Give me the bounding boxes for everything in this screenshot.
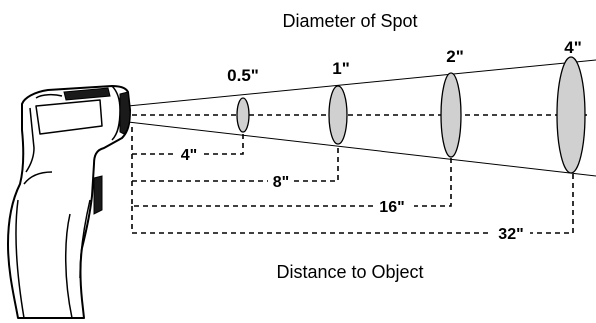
beam-upper-line	[127, 59, 596, 107]
distance-bracket-4	[131, 173, 574, 234]
distance-label-3: 16"	[379, 199, 404, 216]
spot-ellipse-2	[328, 85, 348, 145]
distance-bracket-2	[131, 144, 339, 182]
distance-label-4: 32"	[498, 226, 523, 243]
beam-lower-line	[127, 121, 596, 177]
distance-label-bg-1	[176, 144, 202, 164]
thermometer-gun-icon	[7, 85, 131, 319]
spot-ellipse-1	[236, 97, 250, 133]
distance-label-bg-3	[376, 196, 414, 216]
diameter-of-spot-title: Diameter of Spot	[282, 11, 417, 31]
spot-ellipse-3	[440, 72, 462, 158]
spot-diameter-label-3: 2"	[446, 47, 464, 66]
distance-label-1: 4"	[181, 147, 197, 164]
distance-label-bg-2	[268, 171, 294, 191]
distance-label-bg-4	[492, 223, 530, 243]
spot-diameter-label-2: 1"	[332, 59, 350, 78]
distance-bracket-3	[131, 157, 452, 207]
spot-ellipse-4	[556, 56, 586, 174]
distance-label-2: 8"	[273, 174, 289, 191]
distance-to-object-title: Distance to Object	[276, 262, 423, 282]
spot-diameter-label-4: 4"	[564, 38, 582, 57]
spot-diameter-label-1: 0.5"	[227, 66, 259, 85]
